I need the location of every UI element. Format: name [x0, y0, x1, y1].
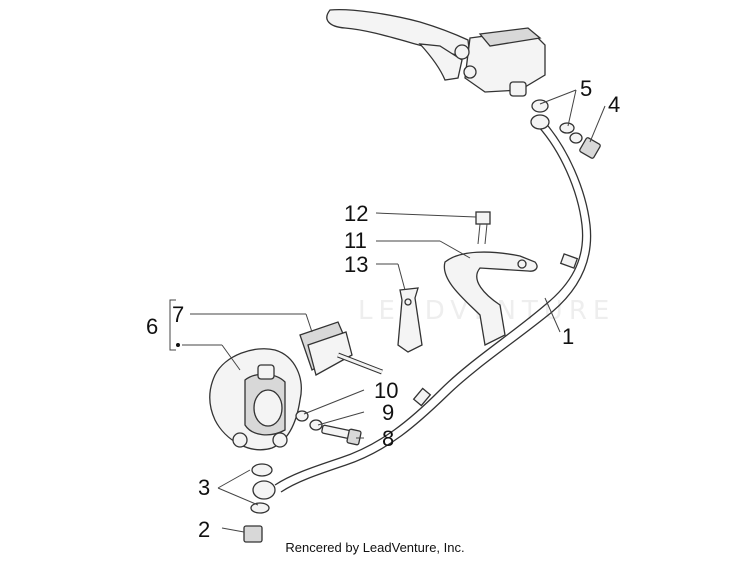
- callout-6: 6: [146, 314, 158, 339]
- callout-8: 8: [382, 426, 394, 451]
- callout-1: 1: [562, 324, 574, 349]
- brake-caliper[interactable]: [209, 348, 302, 451]
- callout-3: 3: [198, 475, 210, 500]
- bracket-11[interactable]: [443, 251, 538, 346]
- callout-4: 4: [608, 92, 620, 117]
- clip-13[interactable]: [397, 287, 423, 353]
- footer-credit: Rencered by LeadVenture, Inc.: [285, 540, 465, 555]
- master-cylinder[interactable]: [454, 27, 546, 97]
- callout-11: 11: [344, 228, 367, 253]
- bolt-12[interactable]: [475, 211, 491, 245]
- leader-lines: [169, 89, 606, 533]
- brake-hose[interactable]: [274, 119, 592, 493]
- upper-banjo-fitting[interactable]: [530, 99, 601, 159]
- callout-10: 10: [374, 378, 398, 403]
- callout-2: 2: [198, 517, 210, 542]
- caliper-washers-bolt[interactable]: [295, 410, 362, 446]
- callouts: 5 4 12 11 13 1 6 7 10 9 8 3 2: [146, 76, 620, 542]
- pad-pin[interactable]: [337, 352, 383, 375]
- callout-9: 9: [382, 400, 394, 425]
- brake-pads[interactable]: [299, 321, 353, 376]
- callout-5: 5: [580, 76, 592, 101]
- callout-13: 13: [344, 252, 368, 277]
- lower-banjo-fitting[interactable]: [243, 463, 276, 543]
- brake-lever[interactable]: [326, 8, 471, 81]
- callout-12: 12: [344, 201, 368, 226]
- callout-7: 7: [172, 302, 184, 327]
